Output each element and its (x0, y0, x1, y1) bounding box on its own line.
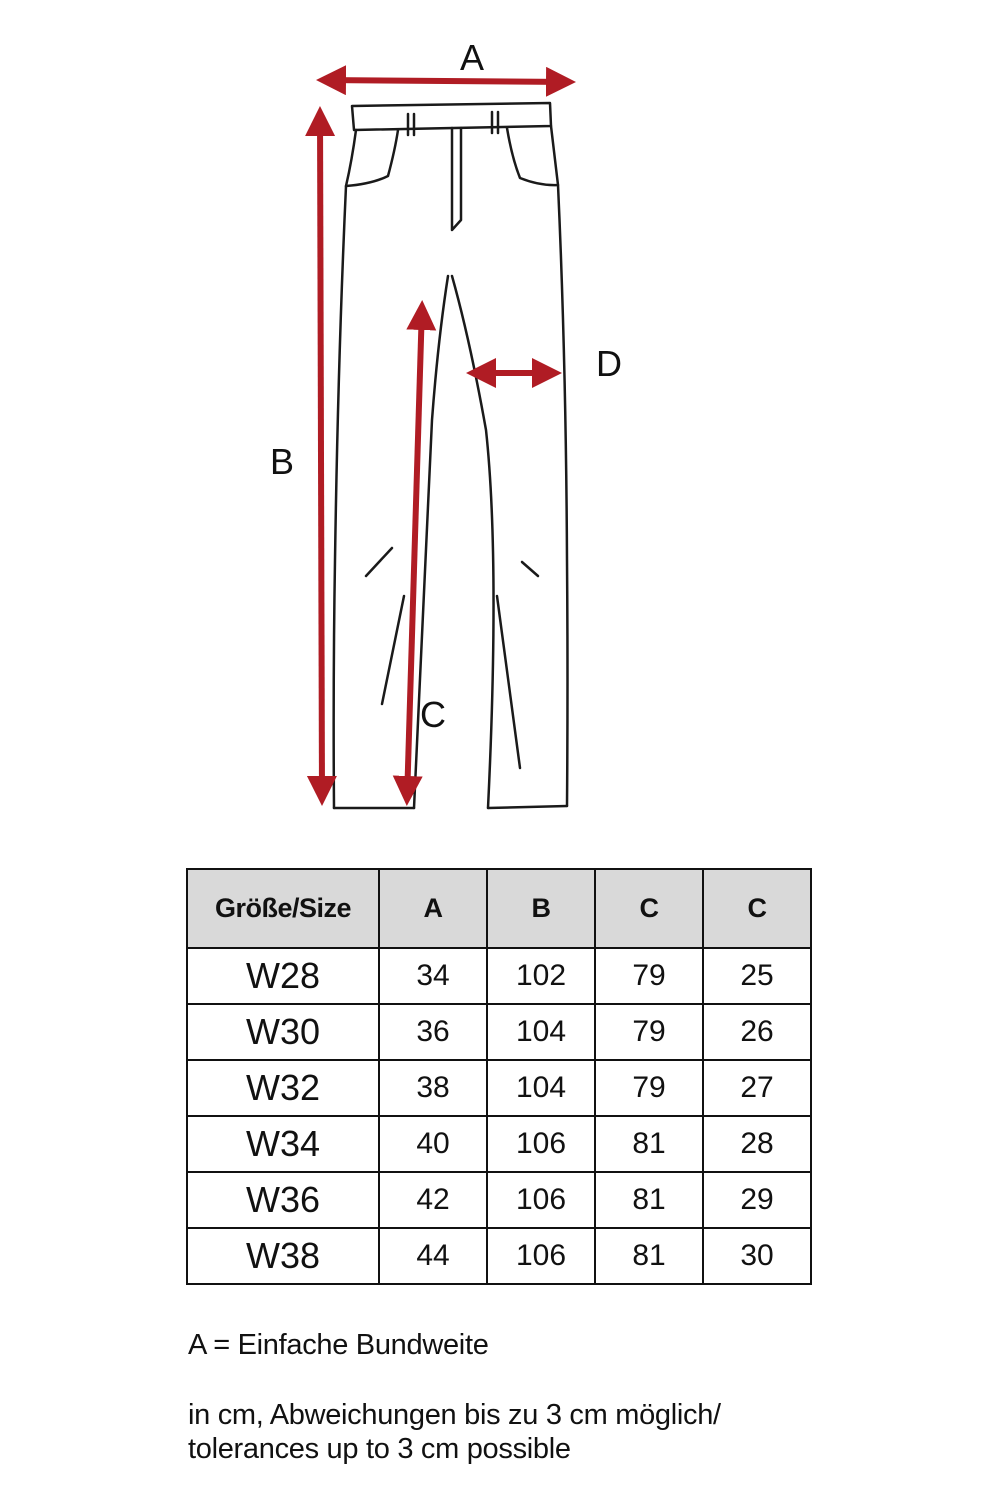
header-a: A (378, 868, 488, 949)
value-cell: 40 (378, 1115, 488, 1173)
size-cell: W32 (186, 1059, 380, 1117)
value-cell: 102 (486, 947, 596, 1005)
value-cell: 29 (702, 1171, 812, 1229)
value-cell: 28 (702, 1115, 812, 1173)
value-cell: 38 (378, 1059, 488, 1117)
size-chart-table: Größe/Size A B C C W28 34 102 79 25 W30 … (186, 868, 812, 1285)
note-tolerance-line1: in cm, Abweichungen bis zu 3 cm möglich/ (188, 1399, 721, 1431)
value-cell: 30 (702, 1227, 812, 1285)
note-tolerance-line2: tolerances up to 3 cm possible (188, 1433, 571, 1465)
value-cell: 44 (378, 1227, 488, 1285)
table-row: W34 40 106 81 28 (186, 1115, 812, 1173)
note-a-definition: A = Einfache Bundweite (188, 1329, 489, 1361)
size-cell: W36 (186, 1171, 380, 1229)
size-cell: W30 (186, 1003, 380, 1061)
header-c: C (594, 868, 704, 949)
value-cell: 106 (486, 1171, 596, 1229)
value-cell: 79 (594, 1003, 704, 1061)
value-cell: 42 (378, 1171, 488, 1229)
table-row: W32 38 104 79 27 (186, 1059, 812, 1117)
label-b: B (270, 441, 294, 482)
value-cell: 25 (702, 947, 812, 1005)
size-cell: W38 (186, 1227, 380, 1285)
value-cell: 26 (702, 1003, 812, 1061)
arrow-b-outseam (305, 106, 337, 806)
header-b: B (486, 868, 596, 949)
value-cell: 81 (594, 1227, 704, 1285)
table-header-row: Größe/Size A B C C (186, 868, 812, 949)
value-cell: 36 (378, 1003, 488, 1061)
value-cell: 81 (594, 1171, 704, 1229)
label-c: C (420, 694, 446, 735)
size-cell: W28 (186, 947, 380, 1005)
arrow-a-waist (316, 65, 576, 97)
table-row: W28 34 102 79 25 (186, 947, 812, 1005)
label-a: A (460, 37, 484, 78)
header-c-second: C (702, 868, 812, 949)
arrow-c-inseam (392, 300, 437, 806)
value-cell: 106 (486, 1227, 596, 1285)
pants-measurement-diagram: A B C D (270, 37, 622, 810)
measurement-arrows (305, 65, 576, 806)
value-cell: 106 (486, 1115, 596, 1173)
pants-outline-drawing (332, 101, 569, 810)
value-cell: 27 (702, 1059, 812, 1117)
value-cell: 79 (594, 947, 704, 1005)
value-cell: 104 (486, 1059, 596, 1117)
table-row: W38 44 106 81 30 (186, 1227, 812, 1285)
value-cell: 79 (594, 1059, 704, 1117)
header-size: Größe/Size (186, 868, 380, 949)
table-row: W30 36 104 79 26 (186, 1003, 812, 1061)
value-cell: 104 (486, 1003, 596, 1061)
size-cell: W34 (186, 1115, 380, 1173)
table-row: W36 42 106 81 29 (186, 1171, 812, 1229)
value-cell: 34 (378, 947, 488, 1005)
label-d: D (596, 343, 622, 384)
value-cell: 81 (594, 1115, 704, 1173)
